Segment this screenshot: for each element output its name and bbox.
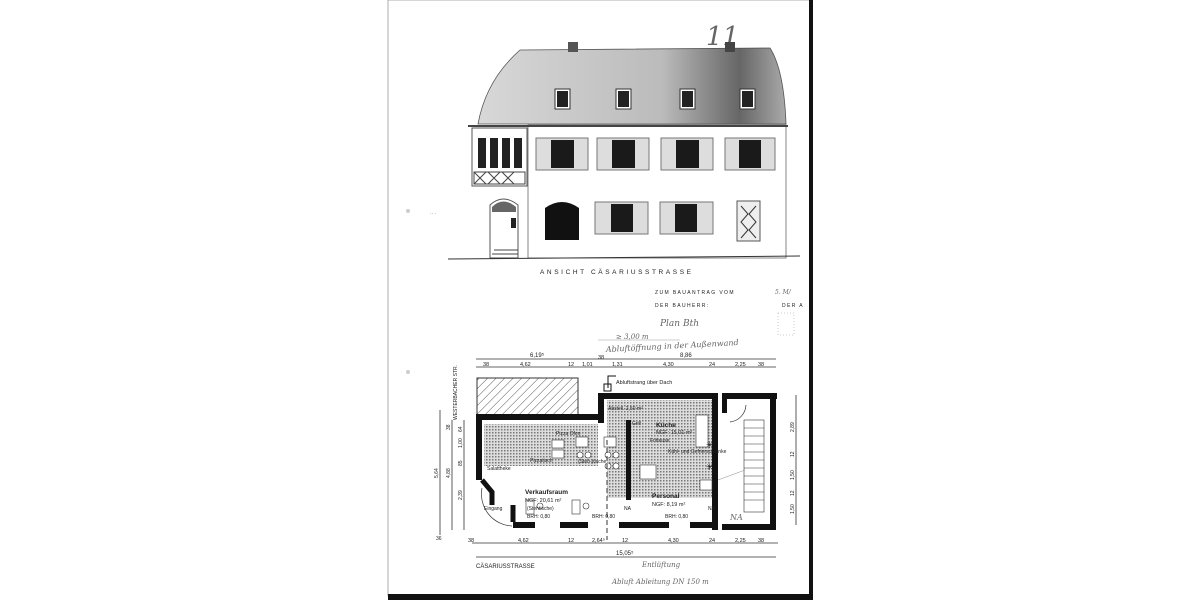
svg-text:4,30: 4,30 <box>668 538 679 544</box>
room-kitchen-area: NGF: 15,01 m² <box>656 430 693 436</box>
handwritten-bottom-note-2: Abluft Ableitung DN 150 m <box>611 578 709 586</box>
svg-text:24: 24 <box>709 362 715 368</box>
svg-text:2,64⁵: 2,64⁵ <box>592 537 605 544</box>
dormers <box>554 88 756 110</box>
svg-text:4,88: 4,88 <box>446 468 452 478</box>
svg-text:4,30: 4,30 <box>663 362 674 368</box>
oriel-bay <box>471 127 528 187</box>
svg-text:5,64: 5,64 <box>434 468 440 478</box>
handwritten-distance-note: ≥ 3,00 m <box>616 333 649 341</box>
street-label: CÄSARIUSSTRASSE <box>476 563 535 570</box>
mansard-roof <box>477 47 787 125</box>
courtyard-hatched <box>476 377 579 416</box>
svg-text:NA: NA <box>708 506 716 512</box>
svg-text:12: 12 <box>568 538 574 544</box>
svg-text:BRH: 0,80: BRH: 0,80 <box>665 514 688 520</box>
svg-text:1,50: 1,50 <box>790 470 796 480</box>
margin-scribble: ·· · <box>430 211 437 217</box>
svg-text:2,25: 2,25 <box>735 538 746 544</box>
svg-text:1,31: 1,31 <box>612 362 623 368</box>
svg-text:(Stehtische): (Stehtische) <box>527 506 554 512</box>
svg-text:Fritteuse: Fritteuse <box>650 438 670 444</box>
svg-text:DER A: DER A <box>782 303 804 309</box>
svg-text:4,62: 4,62 <box>518 538 529 544</box>
punch-hole <box>406 209 410 213</box>
svg-text:ZUM BAUANTRAG VOM: ZUM BAUANTRAG VOM <box>655 290 735 296</box>
chimney <box>568 42 578 52</box>
svg-text:38: 38 <box>598 355 604 361</box>
svg-text:Eingang: Eingang <box>484 506 503 512</box>
svg-text:12: 12 <box>622 538 628 544</box>
svg-text:38: 38 <box>758 538 764 544</box>
svg-text:Kühl- und Gefrierschränke: Kühl- und Gefrierschränke <box>668 449 727 455</box>
svg-text:24: 24 <box>709 538 715 544</box>
staircase <box>743 419 765 513</box>
building-elevation: 11 <box>430 22 801 260</box>
svg-text:1,01: 1,01 <box>582 362 593 368</box>
chimney <box>725 42 735 52</box>
entrance-door-swing <box>481 487 513 527</box>
elevation-title: ANSICHT CÄSARIUSSTRASSE <box>540 268 694 276</box>
scan-edge-bottom <box>388 594 813 600</box>
svg-text:5. M/: 5. M/ <box>775 289 792 296</box>
svg-text:12: 12 <box>790 451 796 457</box>
exhaust-stack-label: Abluftstrang über Dach <box>616 380 672 386</box>
svg-text:6,19⁵: 6,19⁵ <box>530 352 545 359</box>
svg-text:4,62: 4,62 <box>520 362 531 368</box>
approval-stamp: ZUM BAUANTRAG VOM 5. M/ DER BAUHERR: DER… <box>655 289 804 336</box>
svg-text:Salattheke: Salattheke <box>487 466 511 472</box>
total-width-dimension: 15,05⁵ <box>616 550 634 557</box>
handwritten-bottom-note-1: Entlüftung <box>641 561 681 569</box>
floor-plan: 6,19⁵ 8,86 38 4,62 12 1,01 38 1,31 4,30 … <box>434 352 797 570</box>
svg-text:BRH: 0,80: BRH: 0,80 <box>592 514 615 520</box>
svg-text:Pizza Ofen: Pizza Ofen <box>556 431 581 437</box>
room-sales-area: NGF: 20,61 m² <box>525 498 562 504</box>
svg-text:1,00: 1,00 <box>458 438 464 448</box>
room-kitchen-name: Küche <box>656 422 676 429</box>
svg-text:✳: ✳ <box>706 440 714 450</box>
room-sales-name: Verkaufsraum <box>525 489 568 496</box>
svg-text:2,39: 2,39 <box>458 490 464 500</box>
svg-text:64: 64 <box>458 426 464 432</box>
room-staff-area: NGF: 8,19 m² <box>652 502 685 508</box>
signature: Plan Bth <box>659 319 699 329</box>
svg-text:Pizzatisch: Pizzatisch <box>530 458 553 464</box>
svg-text:1,50: 1,50 <box>790 504 796 514</box>
svg-text:85: 85 <box>458 460 464 466</box>
svg-text:12: 12 <box>790 490 796 496</box>
street-side-label: WESTERBACHER STR. <box>453 365 459 420</box>
svg-text:2,89: 2,89 <box>790 422 796 432</box>
svg-text:✳: ✳ <box>706 462 714 472</box>
room-staff-name: Personal <box>652 493 680 500</box>
handwritten-stair-note: NA <box>729 513 743 522</box>
svg-text:38: 38 <box>446 424 452 430</box>
svg-text:Abstell. 2,50 m²: Abstell. 2,50 m² <box>608 406 643 412</box>
svg-text:38: 38 <box>468 538 474 544</box>
svg-text:NA: NA <box>624 506 632 512</box>
svg-text:Grill: Grill <box>632 421 641 427</box>
scan-edge-right <box>809 0 813 600</box>
svg-text:DER BAUHERR:: DER BAUHERR: <box>655 303 710 309</box>
ground-floor-openings <box>489 198 761 259</box>
upper-windows <box>535 137 776 171</box>
svg-text:BRH: 0,80: BRH: 0,80 <box>527 514 550 520</box>
svg-text:8,86: 8,86 <box>680 353 692 359</box>
punch-hole <box>406 370 410 374</box>
svg-text:38: 38 <box>483 362 489 368</box>
ground-line <box>447 255 801 260</box>
svg-text:(Steh-)tische: (Steh-)tische <box>578 459 607 465</box>
svg-text:2,25: 2,25 <box>735 362 746 368</box>
svg-text:38: 38 <box>758 362 764 368</box>
svg-text:36: 36 <box>436 536 442 542</box>
svg-text:12: 12 <box>568 362 574 368</box>
